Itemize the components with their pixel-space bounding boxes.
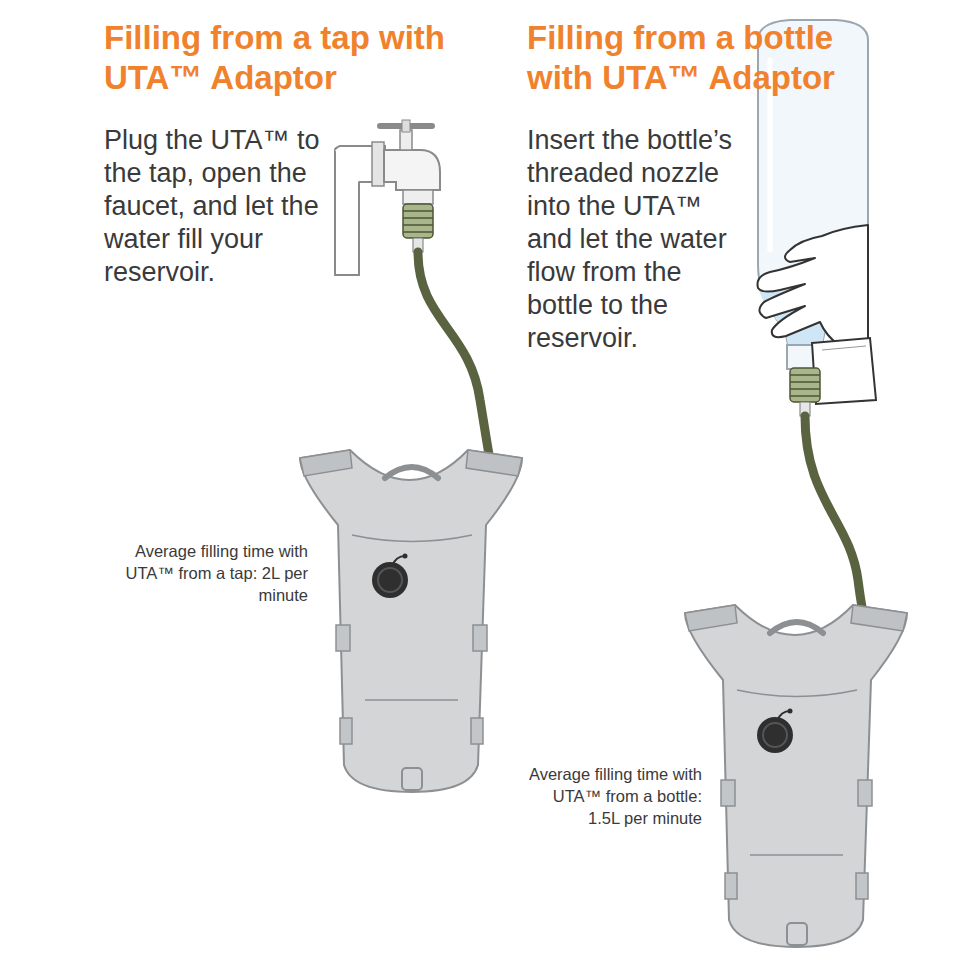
water-tap (335, 120, 440, 275)
hose (418, 252, 492, 472)
hydration-pack (685, 605, 907, 947)
instruction-text: Insert the bottle’s threaded nozzle into… (527, 124, 745, 355)
instruction-text: Plug the UTA™ to the tap, open the fauce… (104, 124, 332, 289)
uta-adaptor (403, 204, 433, 252)
section-heading: Filling from a bottle with UTA™ Adaptor (527, 18, 877, 98)
section-heading: Filling from a tap with UTA™ Adaptor (104, 18, 454, 98)
filling-time-note: Average filling time with UTA™ from a bo… (520, 763, 702, 829)
filling-time-note: Average filling time with UTA™ from a ta… (96, 540, 308, 606)
hydration-pack (300, 450, 522, 792)
hose (805, 416, 876, 627)
uta-adaptor (790, 368, 820, 416)
